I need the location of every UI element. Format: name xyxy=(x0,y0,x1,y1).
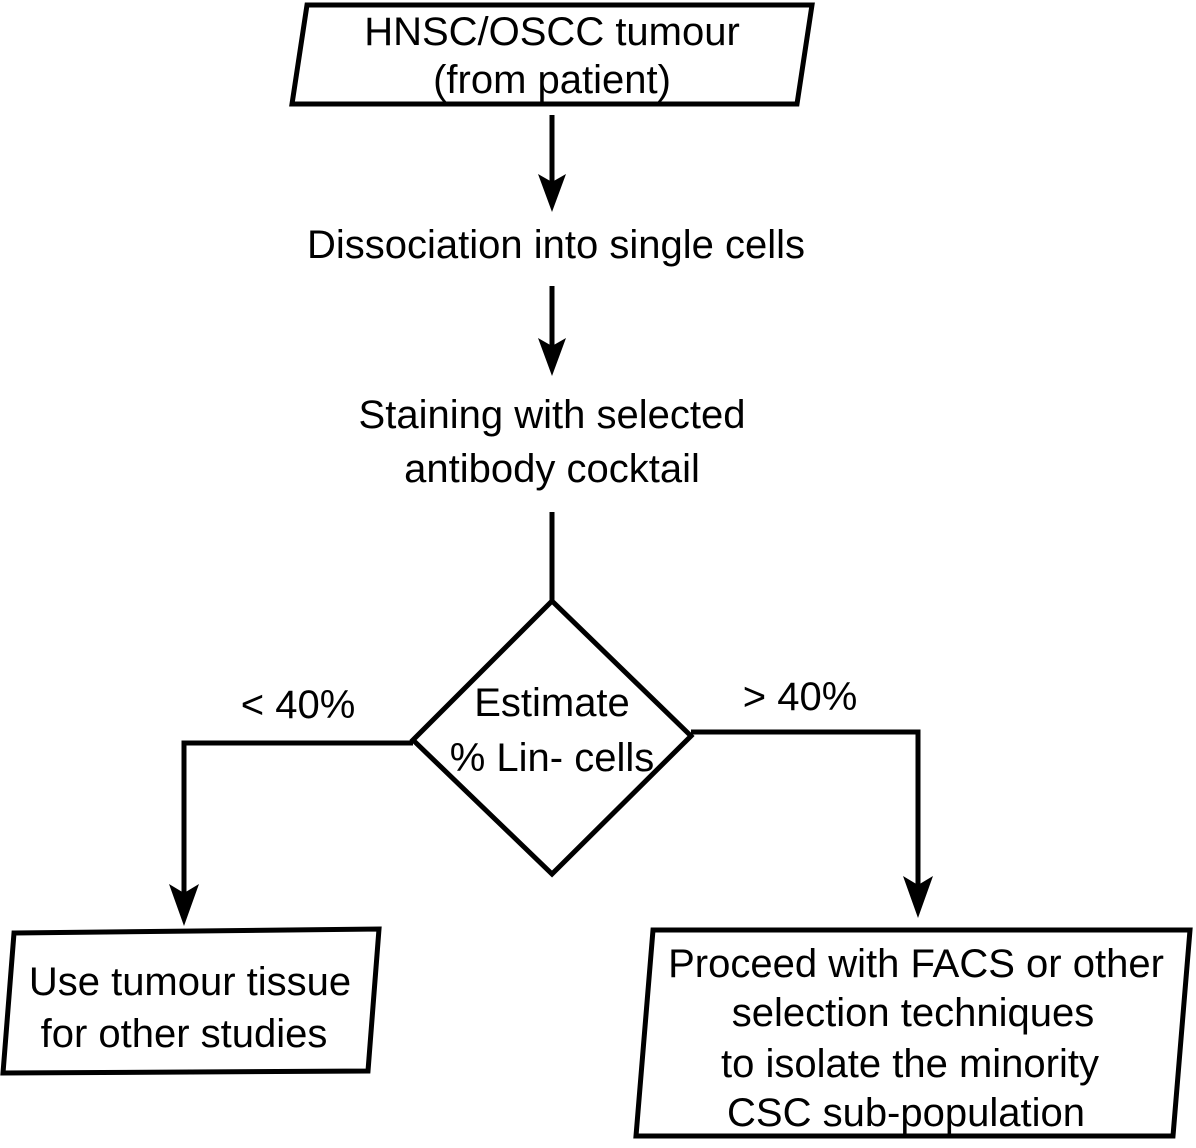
node-right-outcome-line-2: selection techniques xyxy=(732,991,1094,1035)
arrowhead-source-to-dissociation xyxy=(538,174,566,212)
node-source-line-2: (from patient) xyxy=(433,58,671,102)
node-dissociation-line-1: Dissociation into single cells xyxy=(307,223,805,267)
connector-left-branch xyxy=(181,740,413,898)
node-source-shape xyxy=(289,2,815,107)
node-source-line-1: HNSC/OSCC tumour xyxy=(364,10,740,54)
node-left-outcome-line-1: Use tumour tissue xyxy=(29,960,351,1004)
node-decision-shape xyxy=(409,597,695,878)
arrowhead-left-branch xyxy=(169,884,199,926)
node-right-outcome-shape xyxy=(633,927,1193,1139)
connector-right-branch xyxy=(691,729,921,888)
arrowhead-right-branch xyxy=(903,876,933,918)
edge-label-left-branch: < 40% xyxy=(241,683,356,727)
arrowhead-dissociation-to-staining xyxy=(538,338,566,376)
node-left-outcome-line-2: for other studies xyxy=(41,1012,328,1056)
node-left-outcome-shape xyxy=(0,926,382,1076)
node-right-outcome-line-3: to isolate the minority xyxy=(721,1042,1099,1086)
node-staining-line-1: Staining with selected xyxy=(359,393,746,437)
node-right-outcome-line-1: Proceed with FACS or other xyxy=(668,942,1164,986)
node-decision-line-1: Estimate xyxy=(474,681,630,725)
node-staining-line-2: antibody cocktail xyxy=(404,447,700,491)
node-right-outcome-line-4: CSC sub-population xyxy=(727,1091,1085,1135)
edge-label-right-branch: > 40% xyxy=(743,675,858,719)
node-decision-line-2: % Lin- cells xyxy=(450,736,655,780)
